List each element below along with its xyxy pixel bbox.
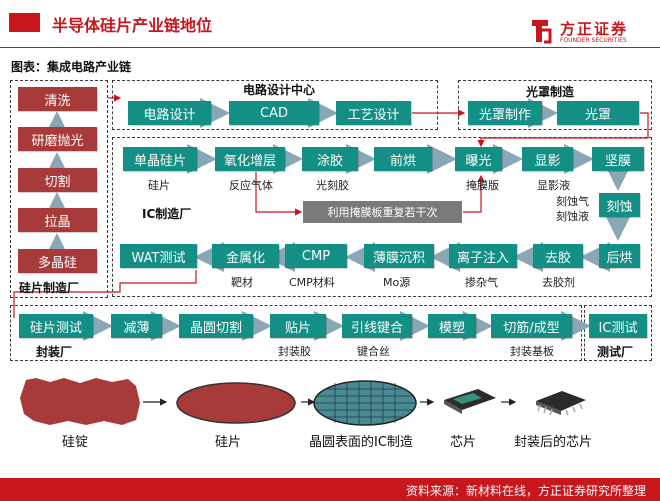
header-accent-bar — [9, 13, 40, 32]
wafer-step-polishing: 研磨抛光 — [18, 127, 97, 151]
ic-fab-group — [112, 137, 652, 297]
header-divider — [0, 47, 660, 48]
mask-step-making: 光罩制作 — [468, 101, 542, 125]
design-step-cad: CAD — [229, 101, 319, 125]
pack-step-wafer-test: 硅片测试 — [19, 314, 93, 338]
figure-label: 图表：集成电路产业链 — [11, 60, 132, 74]
source-note: 资料来源：新材料在线，方正证券研究所整理 — [405, 484, 646, 498]
fab-step-coating: 涂胶 — [302, 147, 358, 171]
pack-step-trim-form: 切筋/成型 — [491, 314, 572, 338]
etch-material-gas: 刻蚀气 — [556, 195, 589, 208]
design-center-group — [112, 80, 438, 130]
fab-material-mo-source: Mo源 — [383, 276, 411, 289]
stage-caption-wafer: 硅片 — [215, 435, 242, 450]
repeat-note: 利用掩膜板重复若干次 — [303, 201, 462, 223]
fab-material-dopant-gas: 掺杂气 — [465, 276, 498, 289]
fab-material-cmp: CMP材料 — [289, 276, 335, 289]
wafer-step-polysilicon: 多晶硅 — [18, 249, 97, 273]
stage-illustrations — [20, 378, 586, 426]
test-step-ic-test: IC测试 — [589, 314, 647, 338]
fab-step-wat-test: WAT测试 — [120, 244, 197, 268]
design-center-label: 电路设计中心 — [243, 83, 316, 97]
fab-step-exposure: 曝光 — [455, 147, 502, 171]
pack-step-wire-bond: 引线键合 — [342, 314, 412, 338]
pack-step-dicing: 晶圆切割 — [179, 314, 253, 338]
pack-material-bond-wire: 键合丝 — [357, 345, 390, 358]
fab-step-postbake: 后烘 — [599, 244, 640, 268]
fab-step-etching: 刻蚀 — [599, 193, 640, 217]
wafer-plant-label: 硅片制造厂 — [19, 281, 80, 295]
fab-material-stripper: 去胶剂 — [542, 276, 575, 289]
wafer-plant-group — [10, 80, 108, 298]
fab-step-single-crystal: 单晶硅片 — [123, 147, 197, 171]
fab-material-photoresist: 光刻胶 — [316, 179, 349, 192]
logo-text-en: FOUNDER SECURITIES — [560, 37, 627, 44]
logo-mark-icon — [532, 20, 552, 44]
packaging-label: 封装厂 — [36, 345, 73, 359]
wafer-step-cleaning: 清洗 — [18, 87, 97, 111]
fab-step-prebake: 前烘 — [374, 147, 432, 171]
fab-material-wafer: 硅片 — [148, 179, 170, 192]
fab-material-reactive-gas: 反应气体 — [229, 179, 273, 192]
stage-caption-packaged-chip: 封装后的芯片 — [514, 435, 593, 450]
wafer-step-cutting: 切割 — [18, 168, 97, 192]
logo-text-cn: 方正证券 — [560, 20, 629, 38]
stage-caption-ingot: 硅锭 — [62, 435, 89, 450]
fab-step-oxidation: 氧化增层 — [215, 147, 285, 171]
fab-material-target: 靶材 — [231, 276, 253, 289]
fab-material-developer: 显影液 — [537, 179, 570, 192]
footer-bar: 资料来源：新材料在线，方正证券研究所整理 — [0, 478, 660, 501]
wafer-step-crystal-pulling: 拉晶 — [18, 208, 97, 232]
design-step-process: 工艺设计 — [336, 101, 411, 125]
stage-caption-chip: 芯片 — [450, 435, 477, 450]
fab-material-mask: 掩膜版 — [466, 179, 499, 192]
pack-material-glue: 封装胶 — [278, 345, 311, 358]
fab-step-strip: 去胶 — [533, 244, 583, 268]
fab-step-metallization: 金属化 — [212, 244, 279, 268]
pack-material-substrate: 封装基板 — [510, 345, 554, 358]
fab-step-hardbake: 坚膜 — [592, 147, 644, 171]
pack-step-thinning: 减薄 — [111, 314, 162, 338]
mask-label: 光罩制造 — [526, 85, 575, 99]
company-logo: 方正证券 FOUNDER SECURITIES — [530, 18, 654, 48]
etch-material-liquid: 刻蚀液 — [556, 210, 589, 223]
pack-step-die-attach: 贴片 — [270, 314, 326, 338]
fab-step-ion-implant: 离子注入 — [449, 244, 517, 268]
fab-step-film-deposition: 薄膜沉积 — [364, 244, 434, 268]
fab-step-cmp: CMP — [285, 244, 347, 268]
page-title: 半导体硅片产业链地位 — [52, 16, 213, 35]
stage-caption-ic-wafer: 晶圆表面的IC制造 — [309, 435, 413, 450]
ic-fab-label: IC制造厂 — [142, 207, 192, 221]
fab-step-develop: 显影 — [522, 147, 573, 171]
pack-step-molding: 模塑 — [428, 314, 476, 338]
design-step-circuit: 电路设计 — [128, 101, 211, 125]
testing-label: 测试厂 — [597, 345, 634, 359]
mask-group — [458, 80, 652, 130]
mask-step-mask: 光罩 — [557, 101, 639, 125]
